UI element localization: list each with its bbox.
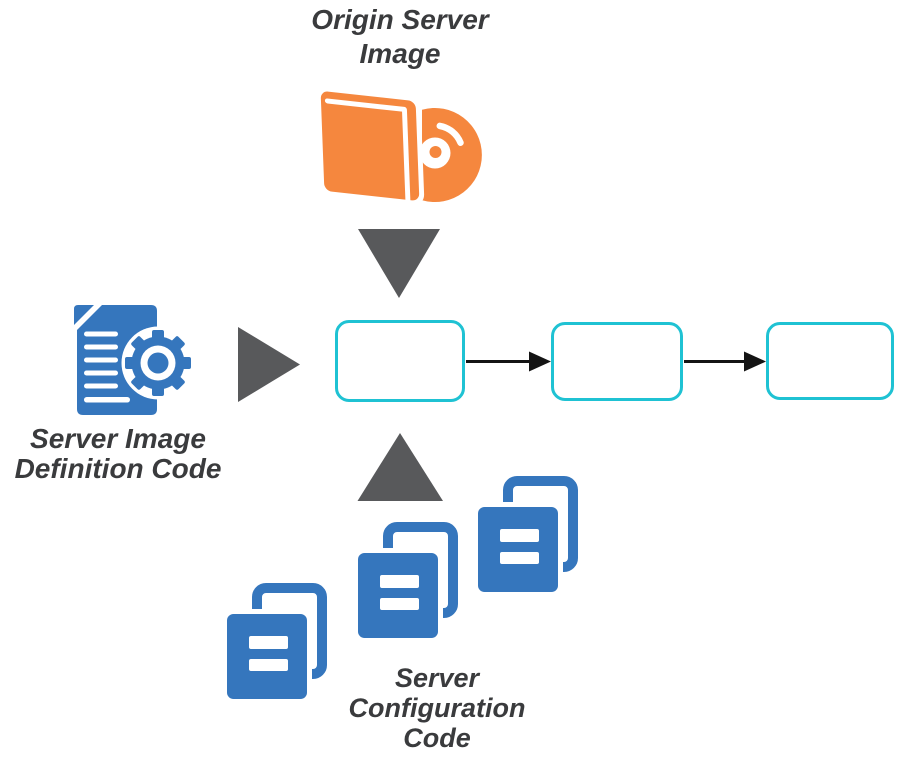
server-configuration-code-label: Server Configuration Code: [317, 663, 557, 753]
right-triangle-arrow: [238, 327, 300, 402]
page-fold: [74, 305, 94, 325]
document-stack-icon-2: [356, 527, 454, 641]
origin-server-image-label: Origin Server Image: [285, 3, 515, 71]
flow-arrow-1: [466, 351, 551, 372]
server-image-definition-code-label: Server Image Definition Code: [0, 424, 240, 484]
gear-icon: [121, 326, 195, 400]
label-line: Server Image: [30, 423, 206, 454]
document-stack-icon-3: [476, 481, 574, 595]
pipeline-step-box-2: [551, 322, 683, 401]
disc-shape: [422, 108, 482, 202]
down-triangle-arrow: [358, 229, 440, 298]
book-cover-shape: [315, 86, 425, 206]
label-line: Image: [359, 38, 441, 69]
label-line: Server: [394, 663, 480, 693]
label-line: Code: [403, 723, 471, 753]
label-line: Definition Code: [14, 453, 222, 484]
pipeline-step-box-1: [335, 320, 465, 402]
document-stack-icon-1: [225, 588, 323, 702]
label-line: Origin Server: [311, 4, 489, 35]
up-triangle-arrow: [357, 433, 443, 501]
document-gear-icon: [74, 305, 195, 415]
label-line: Configuration: [348, 693, 526, 723]
pipeline-step-box-3: [766, 322, 894, 400]
flow-arrow-2: [684, 351, 766, 372]
book-with-disc-icon: [315, 86, 482, 206]
